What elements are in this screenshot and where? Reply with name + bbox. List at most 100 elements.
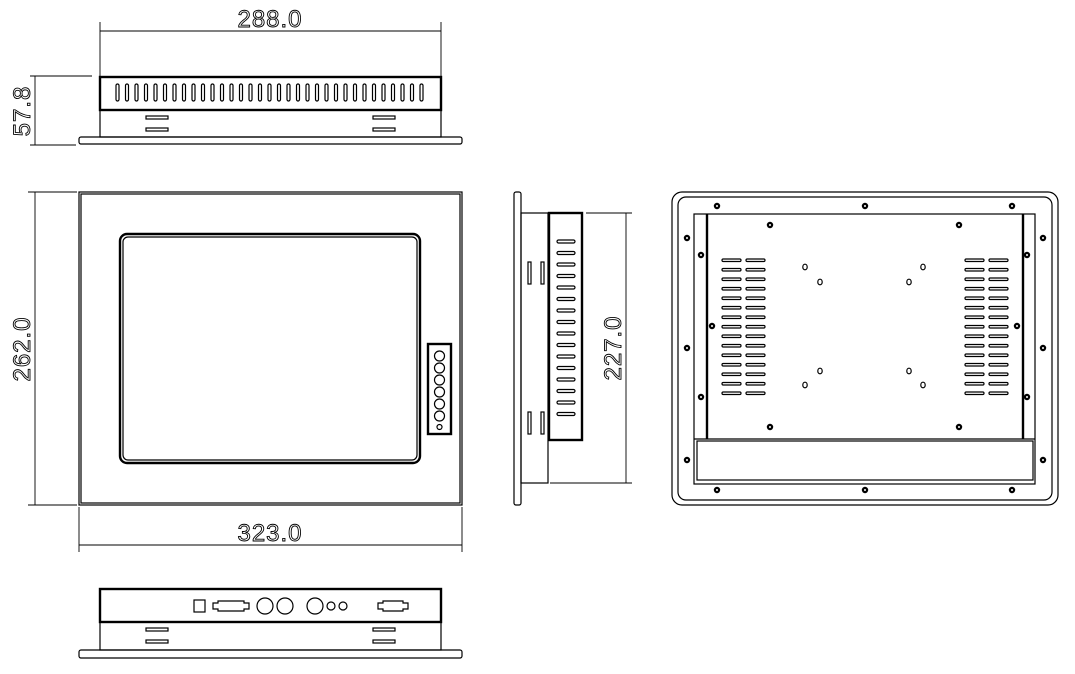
- power-led-icon: [436, 423, 443, 431]
- front-view: 262.0 323.0: [9, 191, 463, 552]
- dim-label-front-width: 323.0: [237, 520, 302, 547]
- vent-slot: [721, 277, 742, 282]
- screw-hole: [686, 237, 688, 239]
- back-outer-frame: [671, 191, 1059, 506]
- vent-slot: [745, 391, 766, 396]
- vent-slot: [721, 258, 742, 263]
- screw-hole: [686, 347, 688, 349]
- vent-slot: [988, 315, 1009, 320]
- vent-slot: [964, 286, 985, 291]
- front-buttons: [433, 350, 446, 431]
- vent-slot: [556, 388, 576, 394]
- bottom-view: [78, 587, 463, 659]
- io-panel: [98, 587, 443, 624]
- serial-port: [377, 600, 409, 612]
- vent-slot: [556, 308, 576, 313]
- bracket-slot: [145, 127, 169, 132]
- vent-slot: [721, 324, 742, 329]
- screw-hole: [1026, 254, 1028, 256]
- vent-slot: [964, 324, 985, 329]
- vent-slot: [988, 362, 1009, 367]
- side-bracket-slot: [527, 261, 532, 285]
- front-button-icon: [433, 362, 446, 374]
- screw-hole: [1011, 205, 1013, 207]
- screw-hole: [769, 224, 771, 226]
- vent-slot: [381, 83, 386, 102]
- audio-jack: [326, 601, 336, 611]
- vent-slot: [745, 286, 766, 291]
- front-button-icon: [433, 410, 446, 422]
- vent-slot: [745, 324, 766, 329]
- vent-slot: [745, 296, 766, 301]
- front-bezel-inner: [80, 193, 461, 504]
- bracket-slot: [372, 115, 396, 120]
- side-bracket-slot: [540, 261, 545, 285]
- front-button-icon: [433, 398, 446, 410]
- vent-slot: [745, 362, 766, 367]
- ps2-port: [256, 597, 274, 615]
- dc-power-jack: [306, 597, 324, 615]
- vent-slot: [162, 83, 168, 102]
- vent-slot: [257, 83, 263, 102]
- back-inner-frame: [677, 196, 1053, 501]
- mount-hole: [920, 381, 926, 389]
- vent-slot: [371, 83, 377, 102]
- vent-slot: [238, 83, 244, 102]
- vent-slot: [134, 83, 139, 102]
- back-vent-slots: [721, 258, 1009, 396]
- vent-slot: [390, 83, 396, 102]
- vent-slot: [988, 372, 1009, 377]
- side-bracket-slot: [540, 411, 545, 435]
- vent-slot: [556, 285, 576, 290]
- screw-hole: [686, 459, 688, 461]
- vent-slot: [721, 305, 742, 310]
- mount-hole: [817, 367, 823, 375]
- screw-hole: [1011, 489, 1013, 491]
- vent-slot: [143, 83, 149, 102]
- vent-slot: [988, 305, 1009, 310]
- vent-slot: [210, 83, 215, 102]
- top-vent-slots: [115, 83, 424, 102]
- vent-slot: [745, 305, 766, 310]
- vent-slot: [745, 315, 766, 320]
- side-body: [520, 212, 549, 484]
- vent-slot: [988, 277, 1009, 282]
- dim-label-top-height: 57.8: [9, 86, 36, 137]
- vent-slot: [988, 286, 1009, 291]
- vent-slot: [988, 353, 1009, 358]
- vent-slot: [964, 391, 985, 396]
- vent-slot: [324, 83, 329, 102]
- vent-slot: [276, 83, 282, 102]
- vent-slot: [721, 362, 742, 367]
- vent-slot: [745, 353, 766, 358]
- vent-slot: [988, 391, 1009, 396]
- vent-slot: [556, 239, 576, 244]
- vga-port: [212, 600, 250, 612]
- vent-slot: [352, 83, 358, 102]
- vent-slot: [988, 296, 1009, 301]
- front-button-icon: [433, 350, 446, 362]
- vent-slot: [964, 296, 985, 301]
- ps2-port: [276, 597, 294, 615]
- vent-slot: [964, 334, 985, 339]
- vent-slot: [988, 343, 1009, 348]
- vent-slot: [556, 411, 576, 417]
- lcd-screen: [118, 232, 422, 465]
- bracket-slot: [145, 627, 169, 632]
- vent-slot: [286, 83, 291, 102]
- back-lower-compartment: [696, 440, 1034, 481]
- top-body: [99, 109, 442, 138]
- vent-slot: [964, 381, 985, 386]
- dim-label-top-width: 288.0: [237, 6, 302, 33]
- vent-slot: [181, 83, 187, 102]
- vent-slot: [419, 83, 424, 102]
- screw-hole: [1042, 347, 1044, 349]
- screw-hole: [716, 489, 718, 491]
- dim-label-side-height: 227.0: [600, 315, 627, 380]
- bracket-slot: [372, 639, 396, 644]
- vent-slot: [556, 250, 576, 256]
- vent-slot: [556, 331, 576, 336]
- vent-slot: [556, 377, 576, 382]
- vent-slot: [964, 353, 985, 358]
